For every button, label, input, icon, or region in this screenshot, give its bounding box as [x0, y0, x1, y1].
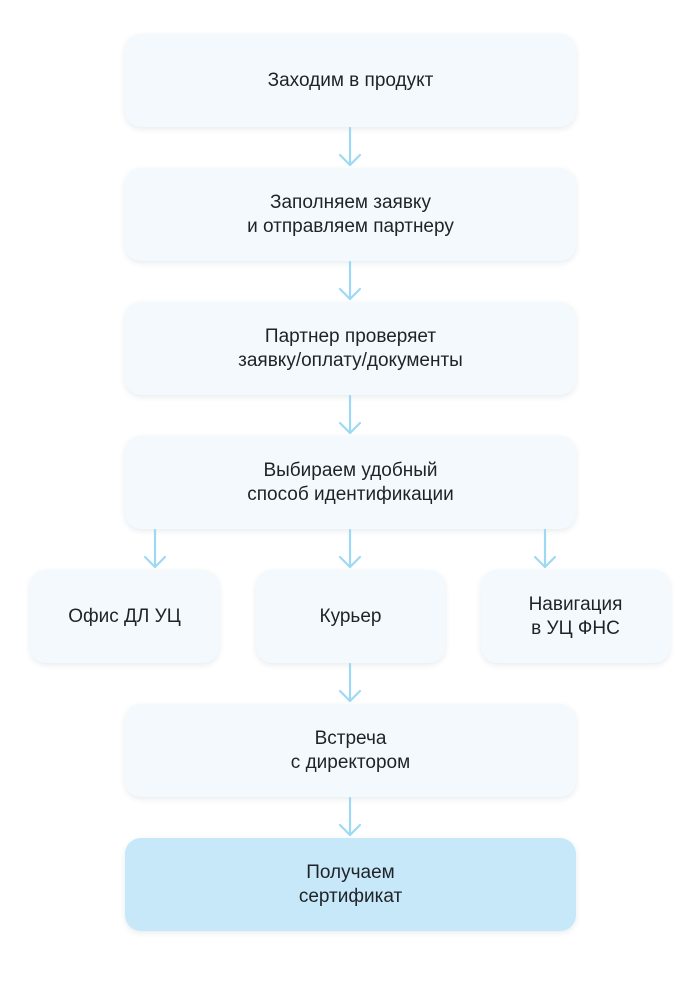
- arrow-down-icon: [533, 528, 557, 569]
- step-choose-identification-label: Выбираем удобный способ идентификации: [247, 459, 454, 505]
- step-enter-product-label: Заходим в продукт: [267, 69, 434, 91]
- step-meeting-director: Встреча с директором: [125, 704, 576, 797]
- option-office-label: Офис ДЛ УЦ: [68, 605, 181, 627]
- arrow-down-icon: [338, 662, 362, 703]
- arrow-down-icon: [143, 528, 167, 569]
- option-navigation: Навигация в УЦ ФНС: [481, 570, 670, 663]
- step-fill-application: Заполняем заявку и отправляем партнеру: [125, 168, 576, 261]
- arrow-down-icon: [338, 796, 362, 837]
- step-choose-identification: Выбираем удобный способ идентификации: [125, 436, 576, 529]
- arrow-down-icon: [338, 394, 362, 435]
- step-partner-checks-label: Партнер проверяет заявку/оплату/документ…: [238, 325, 463, 371]
- step-get-certificate-label: Получаем сертификат: [298, 861, 403, 907]
- step-get-certificate: Получаем сертификат: [125, 838, 576, 931]
- option-navigation-label: Навигация в УЦ ФНС: [528, 593, 623, 639]
- arrow-down-icon: [338, 126, 362, 167]
- step-partner-checks: Партнер проверяет заявку/оплату/документ…: [125, 302, 576, 395]
- arrow-down-icon: [338, 528, 362, 569]
- option-office: Офис ДЛ УЦ: [30, 570, 219, 663]
- step-meeting-director-label: Встреча с директором: [290, 727, 411, 773]
- step-fill-application-label: Заполняем заявку и отправляем партнеру: [247, 191, 454, 237]
- option-courier-label: Курьер: [319, 605, 382, 627]
- step-enter-product: Заходим в продукт: [125, 34, 576, 127]
- arrow-down-icon: [338, 260, 362, 301]
- option-courier: Курьер: [256, 570, 445, 663]
